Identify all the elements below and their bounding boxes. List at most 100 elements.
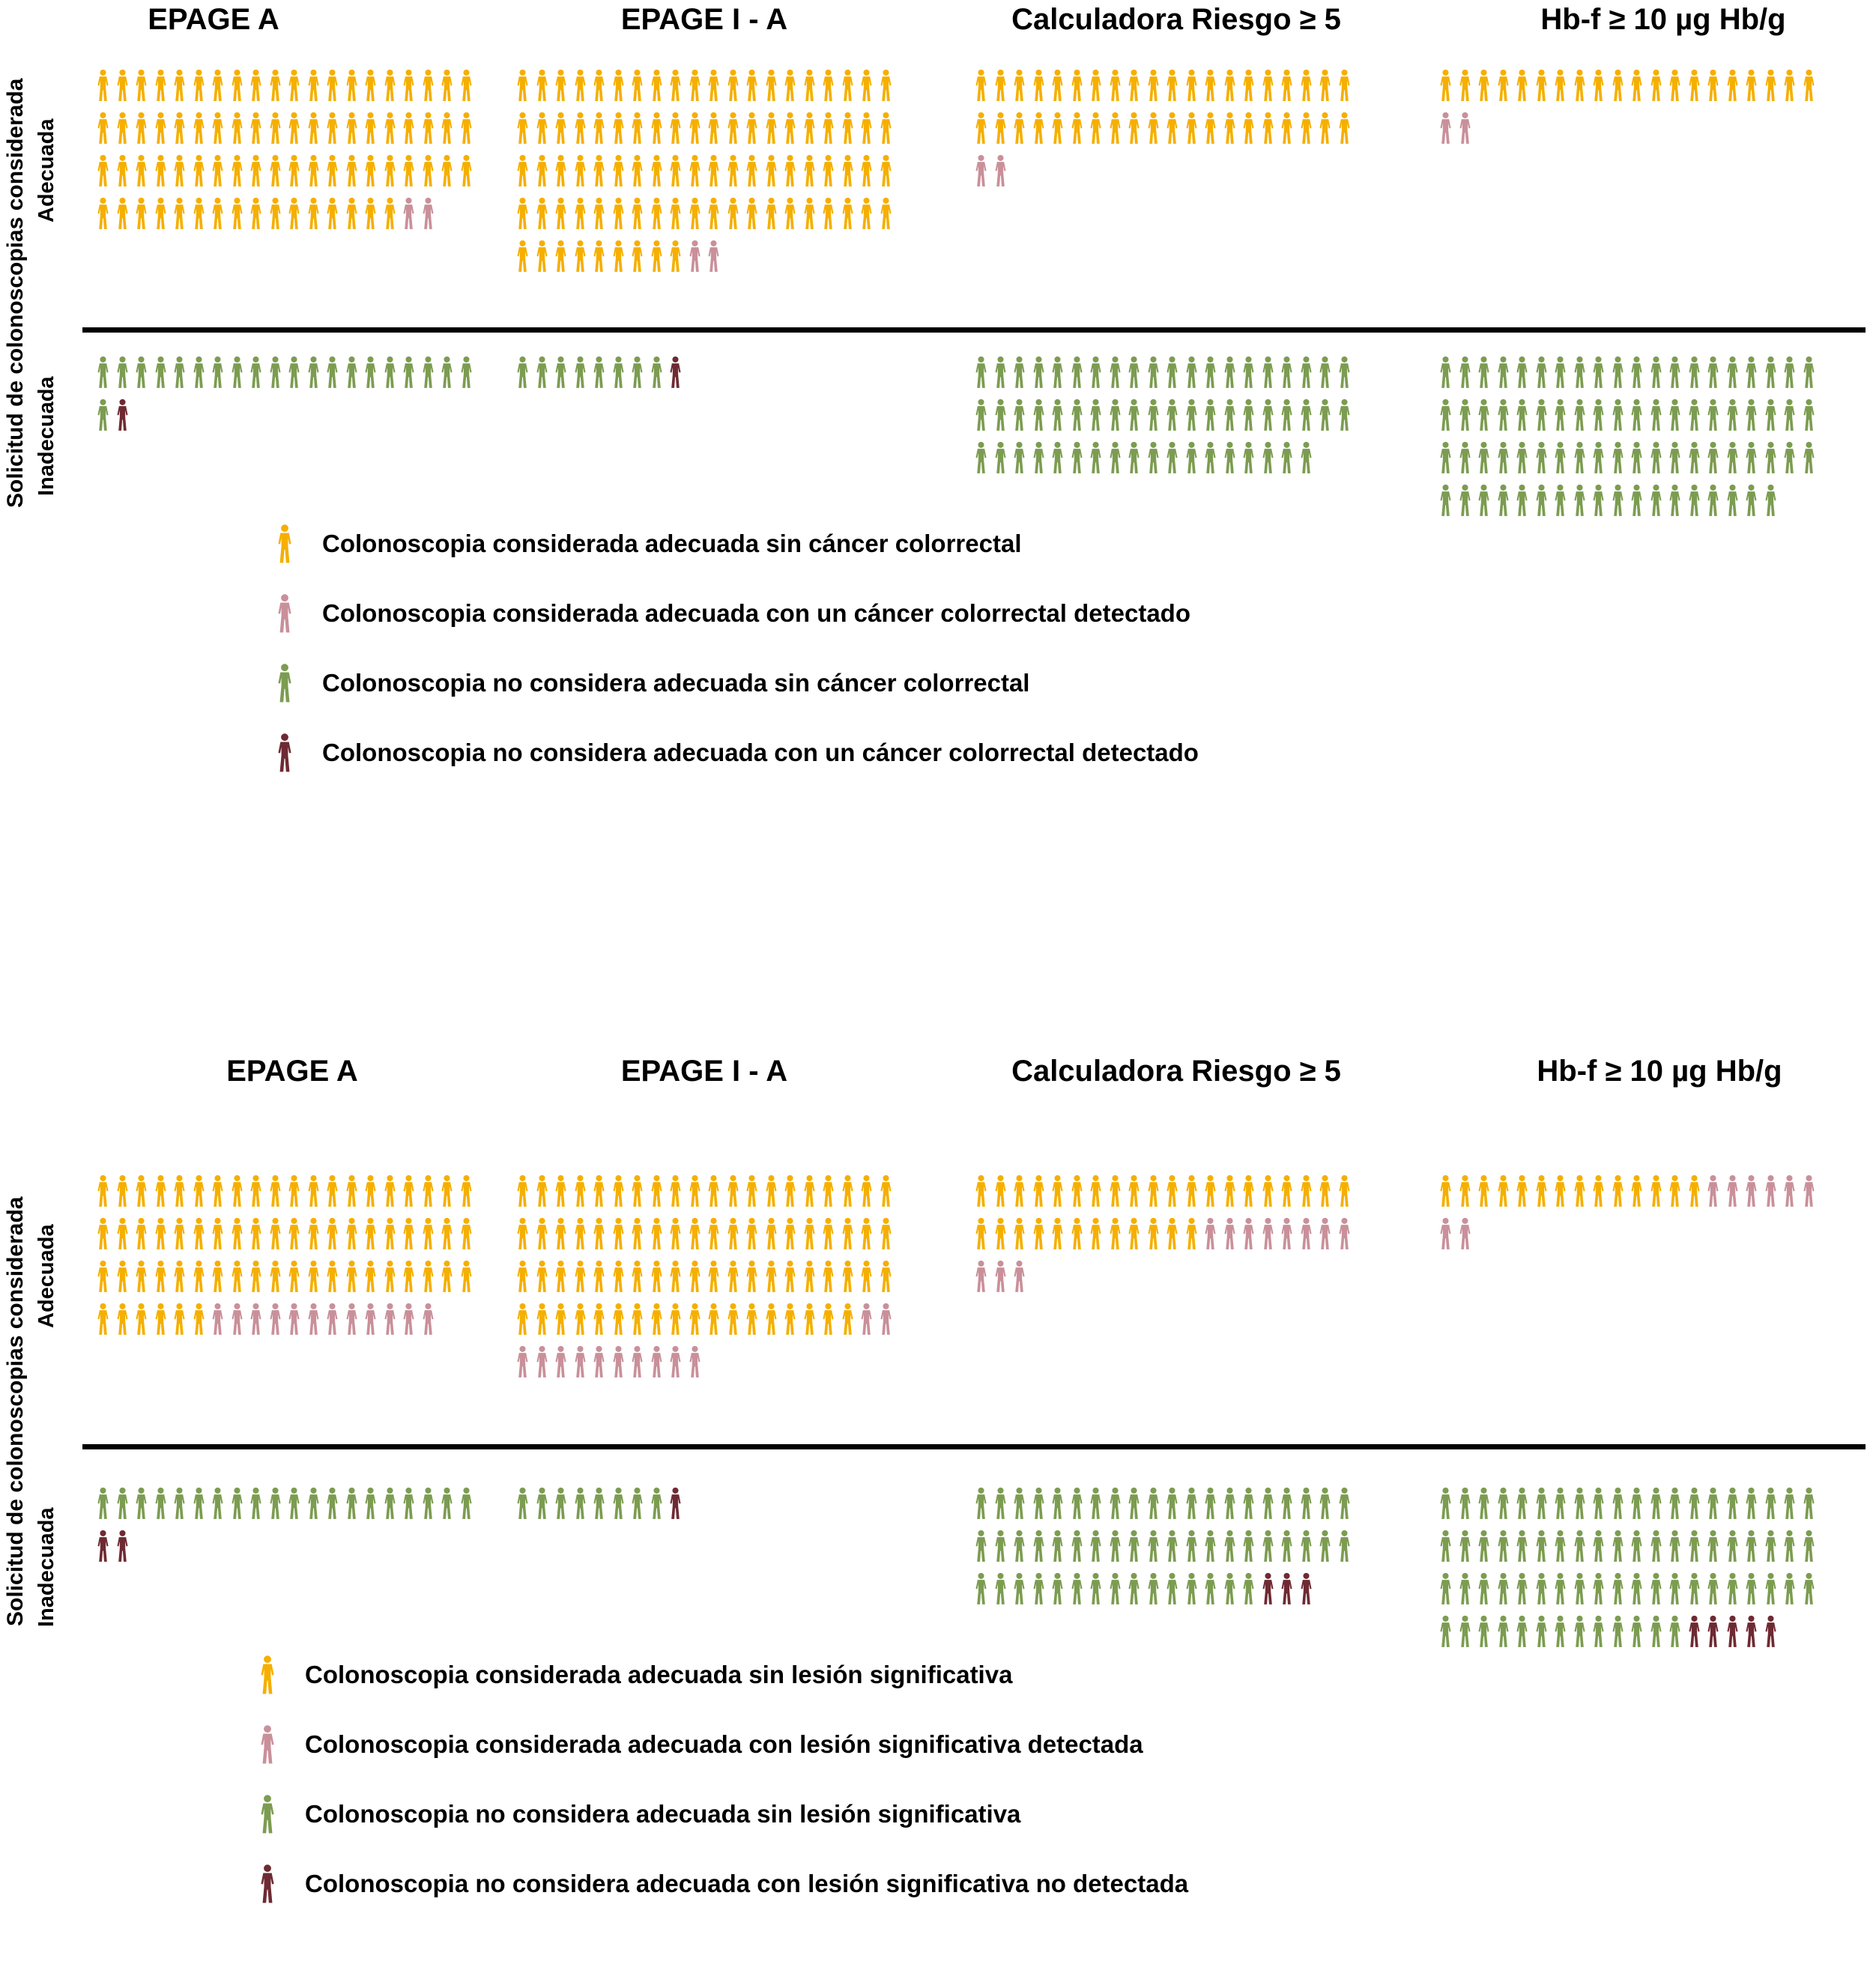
person-icon bbox=[1535, 1615, 1547, 1647]
person-icon bbox=[593, 1260, 605, 1292]
person-icon bbox=[994, 1487, 1006, 1519]
person-icon bbox=[1612, 1175, 1624, 1207]
person-icon bbox=[1032, 398, 1044, 431]
person-icon bbox=[841, 1217, 853, 1249]
person-icon bbox=[1262, 112, 1274, 144]
person-icon bbox=[116, 356, 128, 388]
person-icon bbox=[1185, 112, 1197, 144]
person-icon bbox=[231, 1175, 243, 1207]
person-icon bbox=[365, 356, 376, 388]
person-icon bbox=[269, 1217, 281, 1249]
person-icon bbox=[365, 69, 376, 101]
pictogram-row-inadequate bbox=[1438, 1530, 1816, 1563]
person-icon bbox=[1071, 1217, 1083, 1249]
pictogram-row-adequate bbox=[96, 197, 435, 230]
person-icon bbox=[1052, 1487, 1063, 1519]
person-icon bbox=[975, 112, 987, 144]
person-icon bbox=[1014, 1572, 1025, 1604]
person-icon bbox=[231, 112, 243, 144]
column-header-epage-a-bottom: EPAGE A bbox=[226, 1055, 358, 1088]
person-icon bbox=[1128, 112, 1140, 144]
person-icon bbox=[1147, 69, 1159, 101]
pictogram-row-adequate bbox=[1438, 112, 1472, 145]
person-icon-green bbox=[258, 1795, 278, 1834]
person-icon bbox=[1784, 69, 1795, 101]
person-icon bbox=[1109, 1487, 1121, 1519]
person-icon bbox=[212, 356, 223, 388]
person-icon bbox=[1014, 1175, 1025, 1207]
person-icon bbox=[536, 1345, 548, 1378]
section-label-inadequate-top: Inadecuada bbox=[34, 376, 58, 496]
person-icon bbox=[1803, 1572, 1815, 1604]
person-icon bbox=[1281, 112, 1292, 144]
person-icon bbox=[1071, 1572, 1083, 1604]
person-icon bbox=[746, 1303, 757, 1335]
person-icon bbox=[994, 112, 1006, 144]
person-icon bbox=[441, 1217, 453, 1249]
person-icon bbox=[154, 356, 166, 388]
person-icon bbox=[1669, 1175, 1680, 1207]
person-icon bbox=[1669, 1615, 1680, 1647]
person-icon bbox=[1440, 441, 1451, 473]
person-icon bbox=[689, 1345, 701, 1378]
pictogram-row-adequate bbox=[515, 1175, 893, 1207]
person-icon bbox=[1459, 356, 1471, 388]
person-icon bbox=[593, 240, 605, 272]
person-icon bbox=[212, 1217, 223, 1249]
person-icon bbox=[97, 1303, 109, 1335]
person-icon bbox=[1319, 1175, 1331, 1207]
person-icon bbox=[1478, 1487, 1489, 1519]
person-icon bbox=[1090, 1572, 1101, 1604]
person-icon bbox=[517, 197, 528, 229]
person-icon bbox=[1281, 356, 1292, 388]
person-icon bbox=[250, 69, 261, 101]
person-icon bbox=[632, 1487, 643, 1519]
person-icon bbox=[1223, 1572, 1235, 1604]
person-icon bbox=[116, 197, 128, 229]
person-icon bbox=[1300, 398, 1312, 431]
person-icon bbox=[1535, 1175, 1547, 1207]
person-icon bbox=[1109, 112, 1121, 144]
person-icon bbox=[1650, 398, 1662, 431]
person-icon bbox=[345, 197, 357, 229]
person-icon bbox=[1147, 441, 1159, 473]
person-icon bbox=[1071, 1487, 1083, 1519]
person-icon bbox=[1612, 484, 1624, 516]
person-icon-pink bbox=[258, 1725, 278, 1764]
person-icon bbox=[1764, 1615, 1776, 1647]
person-icon bbox=[823, 69, 834, 101]
person-icon bbox=[1535, 356, 1547, 388]
person-icon bbox=[1612, 441, 1624, 473]
person-icon bbox=[784, 1260, 796, 1292]
legend-label: Colonoscopia no considera adecuada sin l… bbox=[305, 1800, 1021, 1828]
person-icon bbox=[193, 197, 205, 229]
person-icon bbox=[1243, 69, 1254, 101]
person-icon bbox=[136, 356, 147, 388]
person-icon bbox=[1631, 356, 1642, 388]
person-icon bbox=[1128, 441, 1140, 473]
person-icon bbox=[1147, 356, 1159, 388]
person-icon bbox=[460, 154, 472, 187]
person-icon bbox=[193, 356, 205, 388]
person-icon bbox=[1262, 69, 1274, 101]
person-icon bbox=[1593, 1175, 1604, 1207]
person-icon bbox=[689, 1175, 701, 1207]
person-icon bbox=[536, 197, 548, 229]
person-icon bbox=[1205, 1217, 1216, 1249]
person-icon bbox=[261, 1655, 274, 1694]
person-icon bbox=[574, 1217, 586, 1249]
person-icon bbox=[1497, 356, 1509, 388]
person-icon bbox=[555, 1175, 566, 1207]
person-icon bbox=[97, 1530, 109, 1562]
person-icon bbox=[1147, 398, 1159, 431]
legend-item: Colonoscopia considerada adecuada sin cá… bbox=[276, 524, 1022, 563]
person-icon bbox=[1243, 1530, 1254, 1562]
person-icon bbox=[632, 1175, 643, 1207]
person-icon bbox=[536, 1175, 548, 1207]
person-icon bbox=[1128, 1487, 1140, 1519]
person-icon bbox=[994, 154, 1006, 187]
person-icon bbox=[460, 356, 472, 388]
person-icon bbox=[460, 112, 472, 144]
person-icon bbox=[1243, 112, 1254, 144]
person-icon bbox=[650, 1217, 662, 1249]
